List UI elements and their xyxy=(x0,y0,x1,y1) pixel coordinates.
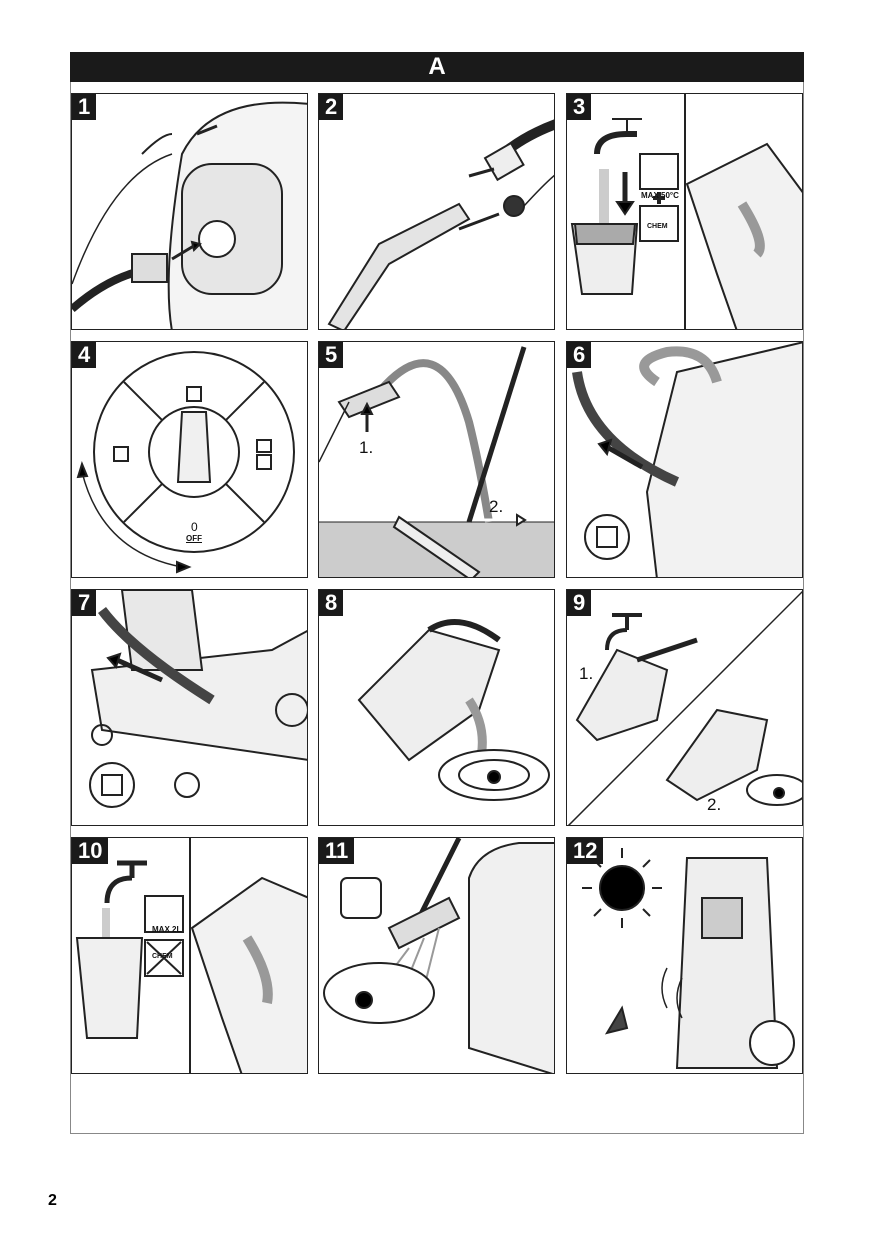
rinse-nozzle-illustration xyxy=(323,838,554,1073)
spray-handle-illustration xyxy=(327,119,554,329)
panel-12: 12 xyxy=(566,837,803,1074)
panel-6: 6 xyxy=(566,341,803,578)
chem-label: CHEM xyxy=(152,953,173,960)
fill-clean-water-illustration xyxy=(75,838,307,1073)
panel-3: 3 MAX 50°C CHEM xyxy=(566,93,803,330)
step-number: 9 xyxy=(567,590,592,616)
storage-hose-illustration xyxy=(89,590,307,808)
fill-tank-illustration xyxy=(570,94,802,329)
rinse-and-empty-illustration xyxy=(567,590,802,825)
step-1-label: 1. xyxy=(579,664,594,683)
panel-7: 7 xyxy=(71,589,308,826)
page-number: 2 xyxy=(48,1192,57,1209)
step-1-label: 1. xyxy=(359,438,374,457)
step-number: 11 xyxy=(319,838,355,864)
mode-dial-illustration xyxy=(76,351,295,574)
off-position-label: OFF xyxy=(186,534,202,543)
step-number: 10 xyxy=(72,838,109,864)
vacuum-floor-illustration xyxy=(319,346,554,577)
dry-device-illustration xyxy=(582,848,795,1069)
panel-8: 8 xyxy=(318,589,555,826)
step-number: 1 xyxy=(72,94,97,120)
hose-connection-illustration xyxy=(72,101,307,329)
panel-11: 11 xyxy=(318,837,555,1074)
step-number: 8 xyxy=(319,590,344,616)
off-position-value: 0 xyxy=(191,520,198,534)
step-number: 7 xyxy=(72,590,97,616)
figure-header: A xyxy=(70,52,804,82)
panel-1: 1 xyxy=(71,93,308,330)
max-temperature-label: MAX 50°C xyxy=(641,191,679,200)
step-2-label: 2. xyxy=(489,497,504,516)
panel-4: 4 0 OFF xyxy=(71,341,308,578)
panel-5: 5 1. 2. xyxy=(318,341,555,578)
step-2-label: 2. xyxy=(707,795,722,814)
panel-9: 9 1. 2. xyxy=(566,589,803,826)
step-number: 6 xyxy=(567,342,592,368)
chem-label: CHEM xyxy=(647,223,668,230)
step-number: 2 xyxy=(319,94,344,120)
step-number: 3 xyxy=(567,94,592,120)
panel-2: 2 xyxy=(318,93,555,330)
step-number: 5 xyxy=(319,342,344,368)
attach-hose-illustration xyxy=(572,342,802,577)
empty-dirty-water-illustration xyxy=(357,619,550,801)
max-volume-label: MAX 2L xyxy=(152,925,182,934)
panel-10: 10 MAX 2L CHEM xyxy=(71,837,308,1074)
step-number: 4 xyxy=(72,342,97,368)
step-number: 12 xyxy=(567,838,604,864)
